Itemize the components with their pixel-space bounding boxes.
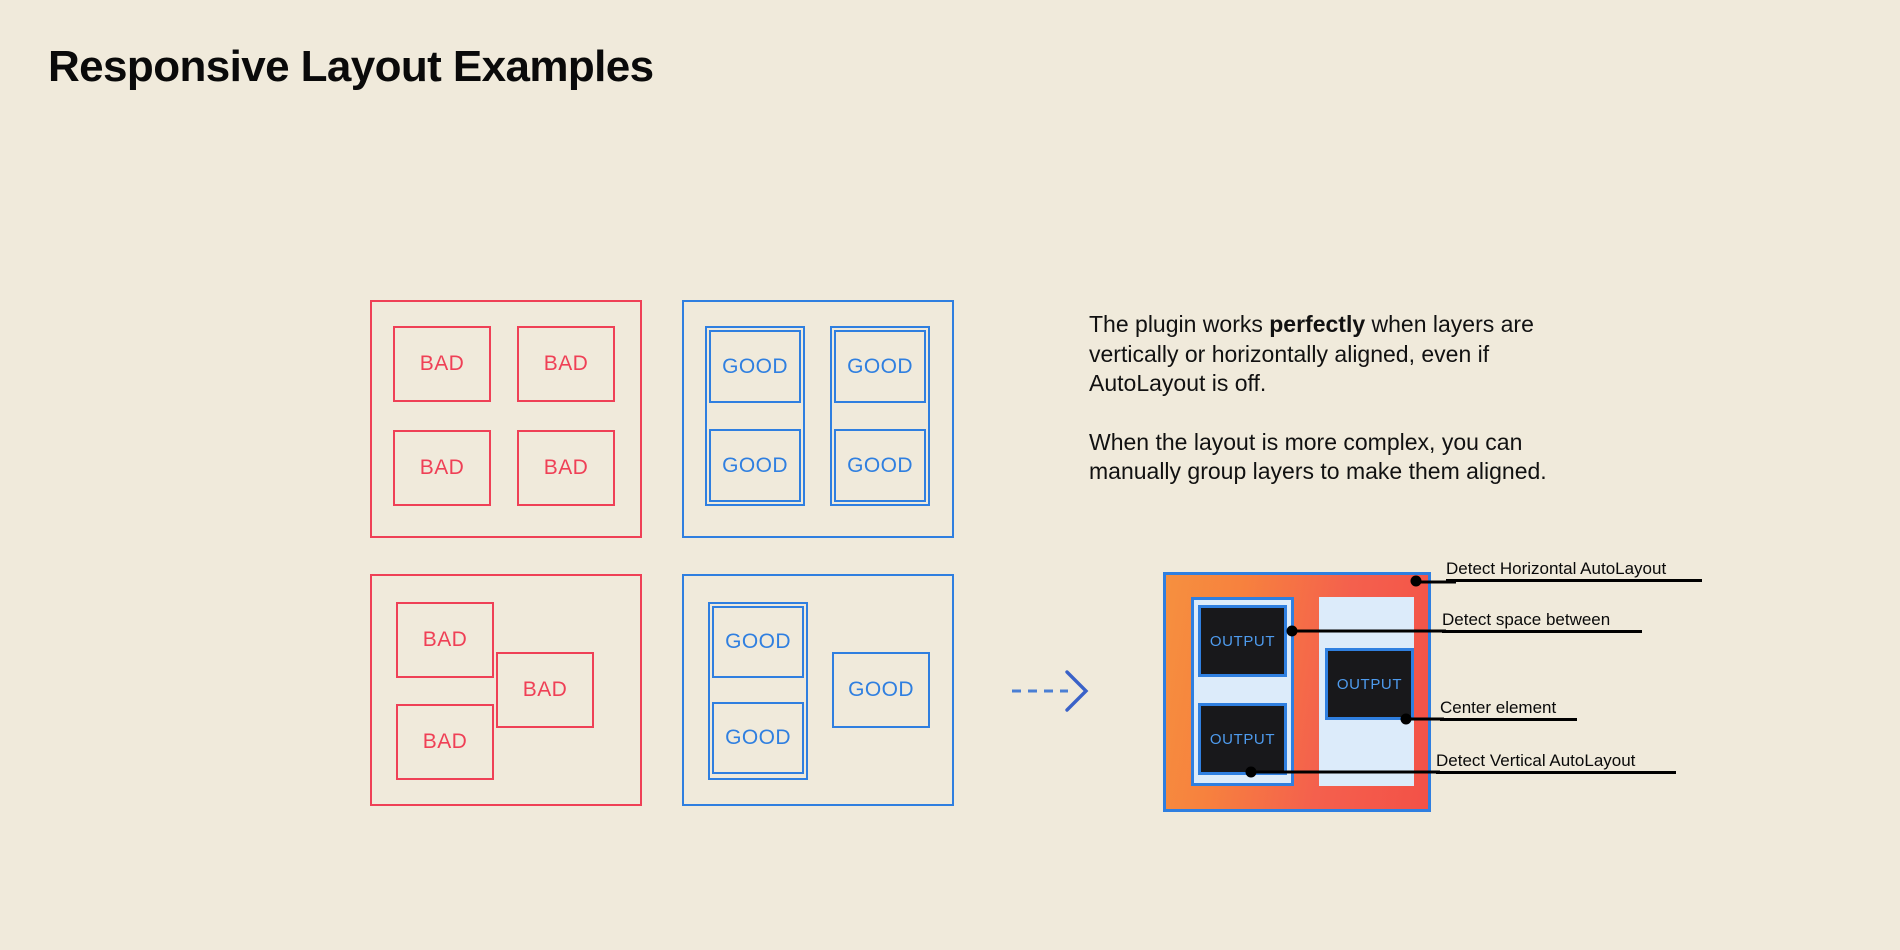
good-cell-label: GOOD xyxy=(725,726,791,749)
preview-output-box: OUTPUT xyxy=(1198,605,1287,677)
copy-p1-strong: perfectly xyxy=(1269,311,1366,337)
bad-cell: BAD xyxy=(396,704,494,780)
preview-output-label: OUTPUT xyxy=(1336,675,1403,693)
good-grid-example: GOOD GOOD GOOD GOOD xyxy=(682,300,954,538)
bad-cell: BAD xyxy=(393,430,491,506)
callout-detect-horizontal-autolayout: Detect Horizontal AutoLayout xyxy=(1446,550,1706,582)
good-cell: GOOD xyxy=(709,330,801,403)
preview-output-box: OUTPUT xyxy=(1198,703,1287,775)
good-cell-label: GOOD xyxy=(847,354,913,378)
good-cell: GOOD xyxy=(834,330,926,403)
bad-complex-example: BAD BAD BAD xyxy=(370,574,642,806)
good-column-group xyxy=(708,602,808,780)
bad-cell-label: BAD xyxy=(419,456,465,479)
good-cell: GOOD xyxy=(834,429,926,502)
bad-cell-label: BAD xyxy=(422,730,468,753)
bad-cell: BAD xyxy=(517,326,615,402)
good-cell-label: GOOD xyxy=(722,354,788,378)
preview-output-label: OUTPUT xyxy=(1209,632,1276,650)
good-cell-label: GOOD xyxy=(847,453,913,477)
copy-p1-after: when layers are vertically or horizontal… xyxy=(1089,311,1534,396)
callout-label: Center element xyxy=(1440,698,1557,717)
callout-leader-line xyxy=(1286,625,1446,637)
callout-label: Detect space between xyxy=(1442,610,1611,629)
good-column-group xyxy=(830,326,930,506)
callout-leader-line xyxy=(1245,766,1440,778)
bad-cell: BAD xyxy=(496,652,594,728)
bad-cell-label: BAD xyxy=(419,352,465,375)
callout-detect-vertical-autolayout: Detect Vertical AutoLayout xyxy=(1436,742,1680,774)
callout-underline xyxy=(1436,771,1676,774)
page-title: Responsive Layout Examples xyxy=(48,42,654,91)
callout-underline xyxy=(1440,718,1577,721)
good-column-group xyxy=(705,326,805,506)
callout-leader-line xyxy=(1410,575,1456,587)
bad-cell-label: BAD xyxy=(522,678,568,701)
callout-underline xyxy=(1446,579,1702,582)
transform-arrow xyxy=(1012,670,1089,712)
bad-cell: BAD xyxy=(517,430,615,506)
callout-underline xyxy=(1442,630,1642,633)
copy-paragraph-2: When the layout is more complex, you can… xyxy=(1089,428,1547,485)
good-complex-example: GOOD GOOD GOOD xyxy=(682,574,954,806)
callout-label: Detect Horizontal AutoLayout xyxy=(1446,559,1667,578)
callout-detect-space-between: Detect space between xyxy=(1442,601,1646,633)
callout-leader-line xyxy=(1400,713,1444,725)
bad-cell: BAD xyxy=(393,326,491,402)
good-cell-label: GOOD xyxy=(722,453,788,477)
callout-label: Detect Vertical AutoLayout xyxy=(1436,751,1636,770)
copy-p1-before: The plugin works xyxy=(1089,311,1270,337)
explanatory-copy: The plugin works perfectly when layers a… xyxy=(1089,310,1559,487)
bad-cell-label: BAD xyxy=(422,628,468,651)
bad-grid-example: BAD BAD BAD BAD xyxy=(370,300,642,538)
callout-center-element: Center element xyxy=(1440,689,1580,721)
bad-cell-label: BAD xyxy=(543,352,589,375)
good-cell: GOOD xyxy=(709,429,801,502)
bad-cell: BAD xyxy=(396,602,494,678)
good-cell-label: GOOD xyxy=(848,678,914,701)
copy-paragraph-1: The plugin works perfectly when layers a… xyxy=(1089,310,1559,399)
bad-cell-label: BAD xyxy=(543,456,589,479)
good-cell: GOOD xyxy=(832,652,930,728)
good-cell: GOOD xyxy=(712,702,804,774)
preview-output-label: OUTPUT xyxy=(1209,730,1276,748)
preview-output-box: OUTPUT xyxy=(1325,648,1414,720)
good-cell: GOOD xyxy=(712,606,804,678)
good-cell-label: GOOD xyxy=(725,630,791,653)
